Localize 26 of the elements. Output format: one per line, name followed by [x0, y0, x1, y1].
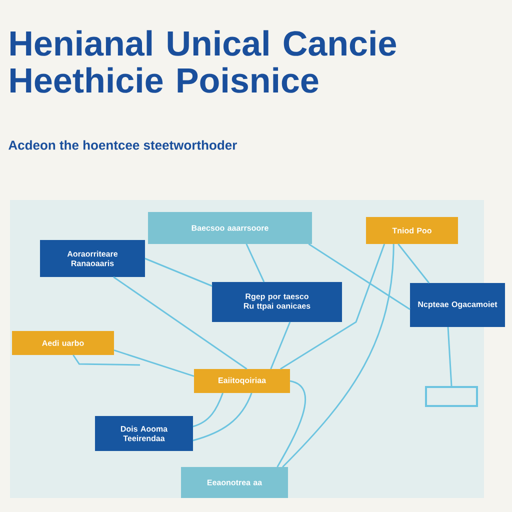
text-box: Aedi uarbo: [12, 331, 114, 355]
text-box: Baecsoo aaarrsoore: [148, 212, 312, 244]
subtitle: Acdeon the hoentcee steetworthoder: [8, 140, 237, 150]
text-box: Tniod Poo: [366, 217, 458, 244]
connector-line: [192, 392, 252, 442]
text-box: Eaiitoqoiriaa: [194, 369, 290, 393]
text-box: Rgep por taesco Ru ttpai oanicaes: [212, 282, 342, 322]
title: Henianal Unical Cancie Heethicie Poisnice: [10, 30, 396, 93]
connector-line: [192, 392, 224, 428]
connector-line: [72, 354, 140, 366]
connector-line: [447, 326, 452, 386]
connector-line: [270, 322, 291, 370]
text-box: Dois Aooma Teeirendaa: [95, 416, 193, 451]
connector-line: [114, 349, 194, 377]
connector-line: [308, 243, 410, 310]
text-box: Ncpteae Ogacamoiet: [410, 283, 505, 327]
connector-line: [246, 244, 265, 282]
connector-line: [113, 276, 248, 370]
text-box: Aoraorriteare Ranaoaaris: [40, 240, 145, 277]
connector-line: [398, 244, 430, 284]
text-box: Eeaonotrea aa: [181, 467, 288, 498]
connector-line: [280, 244, 386, 370]
connector-line: [144, 258, 212, 287]
empty-box: [425, 386, 478, 407]
connector-line: [276, 380, 306, 468]
connector-line: [282, 244, 394, 468]
